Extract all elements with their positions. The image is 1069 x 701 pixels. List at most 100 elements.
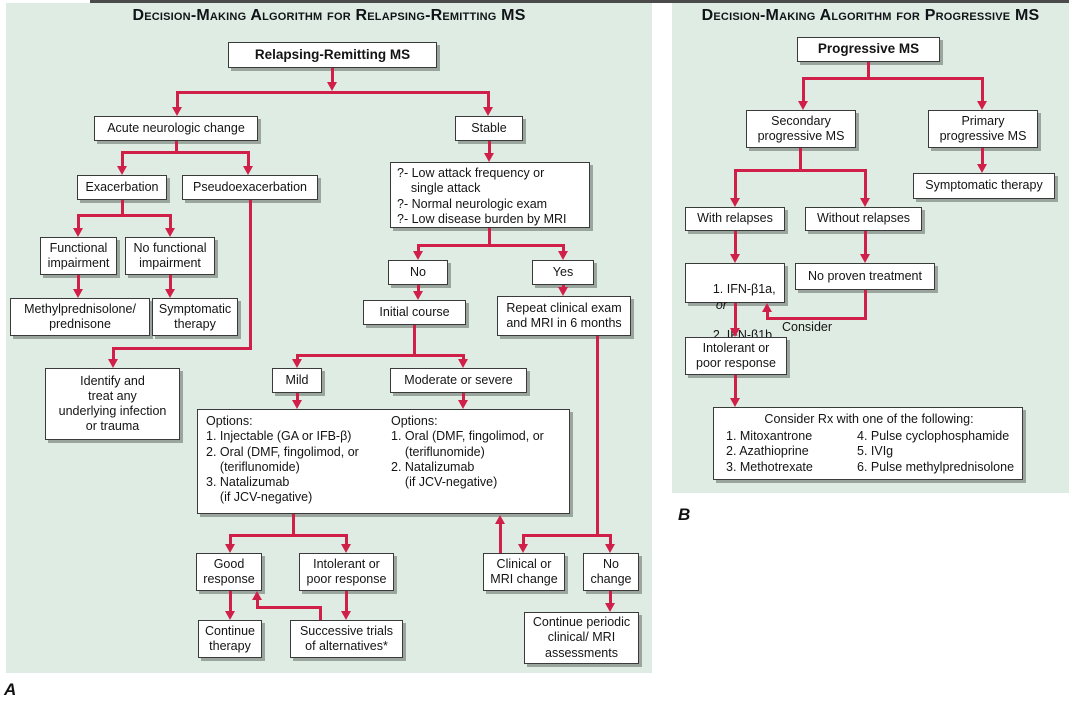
ifn-line1: 1. IFN-β1a, (712, 282, 776, 297)
connector-line (111, 346, 115, 360)
options-mild-column: Options: 1. Injectable (GA or IFB-β) 2. … (206, 414, 359, 505)
node-identify-treat: Identify and treat any underlying infect… (45, 368, 180, 440)
arrowhead-down (326, 82, 337, 91)
consider-label: Consider (782, 320, 833, 334)
connector-line-consider (863, 290, 867, 320)
connector-line (168, 275, 172, 289)
connector-line (76, 275, 80, 289)
arrowhead-down (164, 228, 175, 237)
node-repeat-exam: Repeat clinical exam and MRI in 6 months (497, 296, 631, 336)
node-functional-impairment: Functional impairment (40, 237, 117, 275)
node-ifn-options: 1. IFN-β1a, or 2. IFN-β1b (685, 263, 785, 342)
connector-line (120, 150, 124, 167)
connector-line (175, 90, 179, 108)
arrowhead-down (557, 287, 568, 296)
arrowhead-down (729, 398, 740, 407)
connector-line (76, 213, 172, 217)
arrowhead-down (557, 251, 568, 260)
arrowhead-down (340, 611, 351, 620)
arrowhead-down (224, 611, 235, 620)
connector-line (733, 168, 867, 172)
panel-b-corner-label: B (678, 505, 691, 524)
arrowhead-down (604, 544, 615, 553)
connector-line-feedback (255, 605, 322, 609)
connector-line-retreat (498, 523, 502, 553)
connector-line (120, 200, 124, 216)
connector-line (561, 285, 565, 288)
arrowhead-down (976, 164, 987, 173)
connector-line (461, 393, 465, 400)
connector-line (111, 346, 252, 350)
node-no-proven-treatment: No proven treatment (795, 263, 935, 290)
node-initial-course: Initial course (363, 300, 466, 325)
arrowhead-down (859, 254, 870, 263)
node-symptomatic-therapy-a: Symptomatic therapy (152, 298, 238, 336)
arrowhead-down (340, 544, 351, 553)
connector-line (344, 591, 348, 611)
node-acute-neurologic-change: Acute neurologic change (94, 116, 258, 141)
arrowhead-down (164, 289, 175, 298)
connector-line (228, 591, 232, 611)
node-continue-periodic: Continue periodic clinical/ MRI assessme… (524, 612, 639, 664)
connector-line (248, 200, 252, 350)
arrowhead-down (224, 544, 235, 553)
connector-line (174, 141, 178, 154)
connector-line (330, 68, 334, 82)
node-methylprednisolone: Methylprednisolone/ prednisone (10, 298, 150, 336)
connector-line (798, 148, 802, 172)
node-treatment-options: Options: 1. Injectable (GA or IFB-β) 2. … (197, 409, 570, 514)
node-no-change: No change (583, 553, 639, 591)
connector-line (801, 76, 805, 101)
node-secondary-progressive: Secondary progressive MS (746, 110, 856, 148)
arrowhead-down (729, 254, 740, 263)
connector-line (416, 285, 420, 291)
crop-artifact-line (90, 0, 1069, 3)
connector-line (608, 533, 612, 545)
arrowhead-down (517, 544, 528, 553)
options-moderate-column: Options: 1. Oral (DMF, fingolimod, or (t… (391, 414, 544, 489)
connector-line (295, 393, 299, 400)
rx-column-2: 4. Pulse cyclophosphamide 5. IVIg 6. Pul… (857, 429, 1015, 474)
connector-line (120, 150, 250, 154)
connector-line (595, 336, 599, 536)
connector-line (521, 533, 525, 545)
arrowhead-down (116, 166, 127, 175)
node-mild: Mild (272, 368, 322, 393)
connector-line (486, 90, 490, 108)
node-moderate-or-severe: Moderate or severe (390, 368, 527, 393)
connector-line (246, 150, 250, 167)
connector-line (487, 228, 491, 247)
node-without-relapses: Without relapses (805, 207, 922, 231)
connector-line (733, 303, 737, 328)
connector-line (295, 353, 299, 360)
connector-line (168, 213, 172, 229)
connector-line-consider (765, 311, 769, 317)
node-stable: Stable (455, 116, 523, 141)
node-symptomatic-therapy-b: Symptomatic therapy (913, 173, 1055, 199)
connector-line (228, 533, 232, 545)
arrowhead-down (412, 291, 423, 300)
connector-line (76, 213, 80, 229)
arrowhead-down (797, 101, 808, 110)
connector-line (863, 168, 867, 198)
connector-line (608, 591, 612, 603)
arrowhead-down (604, 603, 615, 612)
arrowhead-down (729, 328, 740, 337)
node-with-relapses: With relapses (685, 207, 785, 231)
panel-a-title: Decision-Making Algorithm for Relapsing-… (132, 7, 526, 24)
arrowhead-down (242, 166, 253, 175)
connector-line (801, 76, 984, 80)
node-consider-rx: Consider Rx with one of the following: 1… (713, 407, 1023, 480)
arrowhead-down (457, 400, 468, 409)
connector-line-feedback (255, 599, 259, 607)
arrowhead-down (171, 107, 182, 116)
connector-line (863, 231, 867, 254)
arrowhead-down (412, 251, 423, 260)
node-successive-trials: Successive trials of alternatives* (290, 620, 403, 658)
node-stability-criteria: ?- Low attack frequency or single attack… (390, 162, 590, 228)
connector-line (412, 325, 416, 357)
connector-line (461, 353, 465, 360)
panel-b-title: Decision-Making Algorithm for Progressiv… (701, 7, 1040, 24)
node-clinical-or-mri-change: Clinical or MRI change (483, 553, 565, 591)
